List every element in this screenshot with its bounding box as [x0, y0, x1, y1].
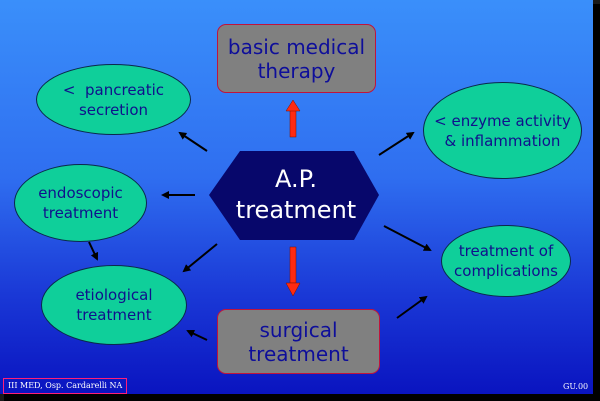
- oval-label-line2: complications: [454, 262, 558, 280]
- oval-label-line2: secretion: [78, 100, 149, 119]
- center-label-line2: treatment: [235, 196, 357, 224]
- slide-shadow-right: [593, 4, 600, 401]
- arrow-to-enzyme-activity: [378, 131, 415, 156]
- footer-source-label: III MED, Osp. Cardarelli NA: [3, 378, 128, 394]
- oval-label-line2: treatment: [76, 306, 152, 324]
- arrow-to-treatment-of-complications: [383, 225, 432, 251]
- surgical-treatment-box: surgical treatment: [217, 309, 380, 374]
- arrow-endoscopic-to-etiological: [88, 241, 99, 261]
- treatment-of-complications-oval: treatment of complications: [441, 225, 571, 297]
- etiological-treatment-oval: etiological treatment: [41, 265, 187, 345]
- footer-slide-id: GU.00: [563, 382, 589, 391]
- pancreatic-secretion-oval: < pancreatic secretion: [36, 64, 191, 135]
- arrow-surgical-to-etiological: [186, 329, 208, 341]
- arrow-surgical-to-complications: [396, 295, 428, 319]
- center-label-line1: A.P.: [275, 165, 317, 193]
- box-label-line1: basic medical: [227, 34, 366, 59]
- slide-shadow-bottom: [4, 394, 600, 401]
- oval-label-line1: < enzyme activity: [434, 111, 571, 130]
- oval-label-line1: < pancreatic: [62, 80, 165, 99]
- oval-label-line1: endoscopic: [38, 184, 123, 202]
- oval-label-line2: & inflammation: [444, 131, 561, 150]
- basic-medical-therapy-box: basic medical therapy: [217, 24, 376, 93]
- enzyme-activity-oval: < enzyme activity & inflammation: [423, 82, 582, 179]
- oval-label-line2: treatment: [42, 204, 119, 222]
- box-label-line2: therapy: [257, 58, 336, 83]
- arrow-up-to-basic-therapy: [285, 99, 301, 138]
- box-label-line1: surgical: [259, 317, 338, 342]
- diagram-canvas: [88, 99, 432, 341]
- box-label-line2: treatment: [248, 341, 349, 366]
- arrow-to-pancreatic-secretion: [178, 131, 208, 152]
- slide: basic medical therapy surgical treatment…: [0, 0, 593, 394]
- oval-label-line1: etiological: [75, 286, 153, 304]
- center-hexagon: [209, 151, 379, 240]
- endoscopic-treatment-oval: endoscopic treatment: [14, 164, 147, 242]
- arrow-to-etiological-treatment: [182, 243, 218, 273]
- center-label: A.P. treatment: [210, 152, 382, 238]
- arrow-down-to-surgical: [285, 246, 301, 297]
- oval-label-line1: treatment of: [458, 242, 554, 260]
